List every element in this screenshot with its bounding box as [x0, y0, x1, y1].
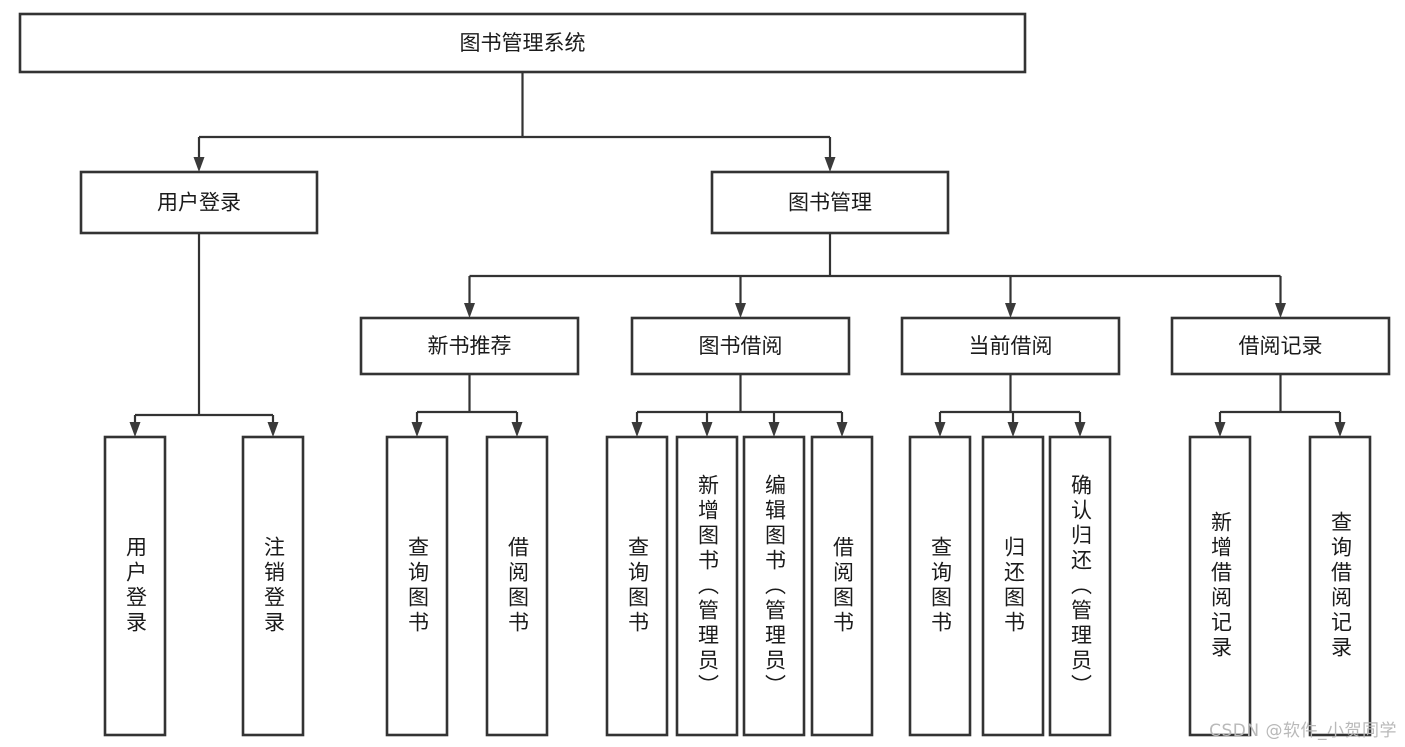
- leaf-node-2-rect[interactable]: [241, 435, 305, 737]
- level2-node-2[interactable]: 图书借阅: [630, 316, 851, 376]
- level1-node-2-rect[interactable]: [710, 170, 950, 235]
- leaf-node-1[interactable]: [103, 435, 167, 737]
- connector-book-borrow-arrow-2: [701, 422, 713, 437]
- leaf-node-9-label-wrap: 查询图书: [910, 437, 970, 735]
- level2-node-1[interactable]: 新书推荐: [359, 316, 580, 376]
- level2-node-3[interactable]: 当前借阅: [900, 316, 1121, 376]
- leaf-node-6-rect[interactable]: [675, 435, 739, 737]
- leaf-node-12-label-wrap: 新增借阅记录: [1190, 437, 1250, 735]
- level1-node-1[interactable]: 用户登录: [79, 170, 319, 235]
- level2-node-2-rect[interactable]: [630, 316, 851, 376]
- leaf-node-6-label-wrap: 新增图书（管理员）: [677, 437, 737, 735]
- leaf-node-2[interactable]: [241, 435, 305, 737]
- leaf-node-12-label: 新增借阅记录: [1208, 511, 1233, 661]
- leaf-node-13[interactable]: [1308, 435, 1372, 737]
- leaf-node-8-rect[interactable]: [810, 435, 874, 737]
- leaf-node-3-label: 查询图书: [405, 536, 430, 636]
- leaf-node-7-label-wrap: 编辑图书（管理员）: [744, 437, 804, 735]
- level2-node-1-label: 新书推荐: [428, 334, 512, 358]
- connector-user-login-arrow-2: [267, 422, 279, 437]
- leaf-node-5[interactable]: [605, 435, 669, 737]
- level2-node-4-label: 借阅记录: [1239, 334, 1323, 358]
- level1-node-2[interactable]: 图书管理: [710, 170, 950, 235]
- leaf-node-3[interactable]: [385, 435, 449, 737]
- leaf-node-4-rect[interactable]: [485, 435, 549, 737]
- level2-node-3-label: 当前借阅: [969, 334, 1053, 358]
- leaf-node-12-rect[interactable]: [1188, 435, 1252, 737]
- leaf-node-1-rect[interactable]: [103, 435, 167, 737]
- leaf-node-11-label-wrap: 确认归还（管理员）: [1050, 437, 1110, 735]
- level2-node-4-rect[interactable]: [1170, 316, 1391, 376]
- connector-new-book-rec-arrow-2: [511, 422, 523, 437]
- leaf-node-6-label: 新增图书（管理员）: [695, 473, 720, 699]
- leaf-node-8-label-wrap: 借阅图书: [812, 437, 872, 735]
- leaf-node-10-label: 归还图书: [1001, 536, 1026, 636]
- leaf-node-11-rect[interactable]: [1048, 435, 1112, 737]
- root-node-book-management-system-rect[interactable]: [18, 12, 1027, 74]
- leaf-node-10[interactable]: [981, 435, 1045, 737]
- leaf-node-5-label: 查询图书: [625, 536, 650, 636]
- connector-book-borrow-arrow-4: [836, 422, 848, 437]
- level2-node-3-rect[interactable]: [900, 316, 1121, 376]
- leaf-node-11-label: 确认归还（管理员）: [1068, 473, 1093, 699]
- connector-book-borrow-arrow-3: [768, 422, 780, 437]
- leaf-node-2-label: 注销登录: [261, 536, 286, 636]
- connectors-layer: [129, 72, 1346, 437]
- leaf-node-9-rect[interactable]: [908, 435, 972, 737]
- level2-node-2-label: 图书借阅: [699, 334, 783, 358]
- arrow-root-to-level1-1: [193, 157, 205, 172]
- leaf-node-9[interactable]: [908, 435, 972, 737]
- arrow-level1-to-level2-4: [1275, 303, 1286, 318]
- connector-borrow-record-arrow-2: [1334, 422, 1346, 437]
- leaf-node-12[interactable]: [1188, 435, 1252, 737]
- level2-node-1-rect[interactable]: [359, 316, 580, 376]
- level2-node-4[interactable]: 借阅记录: [1170, 316, 1391, 376]
- leaf-node-8-label: 借阅图书: [830, 536, 855, 636]
- leaf-node-4-label: 借阅图书: [505, 536, 530, 636]
- arrow-level1-to-level2-1: [464, 303, 475, 318]
- root-node-book-management-system[interactable]: 图书管理系统: [18, 12, 1027, 74]
- leaf-node-1-label-wrap: 用户登录: [105, 437, 165, 735]
- watermark-text: CSDN @软件_小贺同学: [1209, 721, 1397, 741]
- leaf-node-7-label: 编辑图书（管理员）: [762, 473, 787, 699]
- connector-current-borrow-arrow-2: [1007, 422, 1019, 437]
- leaf-node-2-label-wrap: 注销登录: [243, 437, 303, 735]
- leaf-node-4[interactable]: [485, 435, 549, 737]
- leaf-node-7-rect[interactable]: [742, 435, 806, 737]
- leaf-node-9-label: 查询图书: [928, 536, 953, 636]
- leaf-node-5-rect[interactable]: [605, 435, 669, 737]
- leaf-node-11[interactable]: [1048, 435, 1112, 737]
- leaf-node-7[interactable]: [742, 435, 806, 737]
- leaf-node-3-rect[interactable]: [385, 435, 449, 737]
- leaf-node-3-label-wrap: 查询图书: [387, 437, 447, 735]
- connector-new-book-rec-arrow-1: [411, 422, 423, 437]
- arrow-level1-to-level2-3: [1005, 303, 1016, 318]
- connector-borrow-record-arrow-1: [1214, 422, 1226, 437]
- leaf-node-10-rect[interactable]: [981, 435, 1045, 737]
- level1-node-1-label: 用户登录: [157, 191, 241, 215]
- leaf-node-1-label: 用户登录: [123, 536, 148, 636]
- arrow-root-to-level1-2: [824, 157, 836, 172]
- leaf-node-8[interactable]: [810, 435, 874, 737]
- root-node-book-management-system-label: 图书管理系统: [460, 31, 586, 55]
- leaf-node-13-label-wrap: 查询借阅记录: [1310, 437, 1370, 735]
- arrow-level1-to-level2-2: [735, 303, 746, 318]
- leaf-node-10-label-wrap: 归还图书: [983, 437, 1043, 735]
- level1-node-2-label: 图书管理: [788, 191, 872, 215]
- leaf-node-13-label: 查询借阅记录: [1328, 511, 1353, 661]
- connector-book-borrow-arrow-1: [631, 422, 643, 437]
- level1-node-1-rect[interactable]: [79, 170, 319, 235]
- leaf-node-5-label-wrap: 查询图书: [607, 437, 667, 735]
- leaf-node-4-label-wrap: 借阅图书: [487, 437, 547, 735]
- leaf-node-13-rect[interactable]: [1308, 435, 1372, 737]
- connector-current-borrow-arrow-1: [934, 422, 946, 437]
- connector-user-login-arrow-1: [129, 422, 141, 437]
- leaf-node-6[interactable]: [675, 435, 739, 737]
- connector-current-borrow-arrow-3: [1074, 422, 1086, 437]
